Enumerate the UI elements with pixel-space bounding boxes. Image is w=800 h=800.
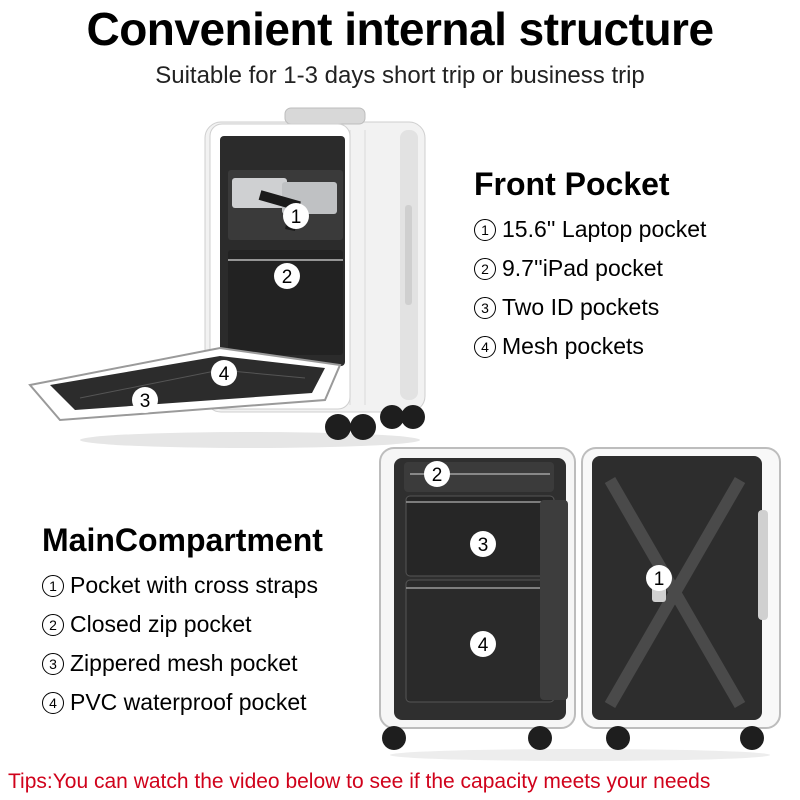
number-badge: 2 [42, 613, 64, 636]
item-label: Pocket with cross straps [70, 572, 318, 598]
item-label: Closed zip pocket [70, 611, 252, 637]
main-compartment-item-1: 1 Pocket with cross straps [42, 566, 318, 605]
svg-text:4: 4 [478, 635, 489, 656]
front-pocket-item-1: 1 15.6'' Laptop pocket [474, 210, 706, 249]
svg-text:1: 1 [291, 207, 302, 228]
number-badge: 3 [42, 652, 64, 675]
item-label: Two ID pockets [502, 294, 660, 320]
front-pocket-item-3: 3 Two ID pockets [474, 288, 706, 327]
main-compartment-list: 1 Pocket with cross straps 2 Closed zip … [42, 566, 318, 722]
number-badge: 4 [474, 335, 496, 358]
item-label: 9.7''iPad pocket [502, 255, 663, 281]
item-label: PVC waterproof pocket [70, 689, 307, 715]
main-compartment-item-2: 2 Closed zip pocket [42, 605, 318, 644]
main-compartment-item-4: 4 PVC waterproof pocket [42, 683, 318, 722]
item-label: Zippered mesh pocket [70, 650, 298, 676]
front-pocket-suitcase-image: 1 2 3 4 [28, 107, 426, 448]
main-compartment-suitcase-image: 2 3 4 1 [379, 447, 781, 761]
number-badge: 4 [42, 691, 64, 714]
marker-main-3: 3 [470, 531, 496, 557]
marker-front-3: 3 [132, 387, 158, 413]
svg-text:1: 1 [654, 569, 665, 590]
front-pocket-list: 1 15.6'' Laptop pocket 2 9.7''iPad pocke… [474, 210, 706, 366]
marker-front-2: 2 [274, 263, 300, 289]
item-label: 15.6'' Laptop pocket [502, 216, 707, 242]
number-badge: 3 [474, 296, 496, 319]
page-subtitle: Suitable for 1-3 days short trip or busi… [155, 62, 645, 89]
page-title: Convenient internal structure [86, 3, 714, 55]
marker-front-4: 4 [211, 360, 237, 386]
front-pocket-heading: Front Pocket [474, 166, 670, 202]
front-pocket-item-2: 2 9.7''iPad pocket [474, 249, 706, 288]
front-pocket-item-4: 4 Mesh pockets [474, 327, 706, 366]
svg-text:2: 2 [282, 267, 293, 288]
number-badge: 1 [474, 218, 496, 241]
marker-main-2: 2 [424, 461, 450, 487]
marker-main-4: 4 [470, 631, 496, 657]
number-badge: 2 [474, 257, 496, 280]
marker-main-1: 1 [646, 565, 672, 591]
svg-text:3: 3 [478, 535, 489, 556]
item-label: Mesh pockets [502, 333, 644, 359]
svg-text:2: 2 [432, 465, 443, 486]
main-compartment-heading: MainCompartment [42, 522, 323, 558]
svg-text:3: 3 [140, 391, 151, 412]
marker-front-1: 1 [283, 203, 309, 229]
main-compartment-item-3: 3 Zippered mesh pocket [42, 644, 318, 683]
svg-text:4: 4 [219, 364, 230, 385]
tips-text: Tips:You can watch the video below to se… [8, 770, 711, 793]
number-badge: 1 [42, 574, 64, 597]
